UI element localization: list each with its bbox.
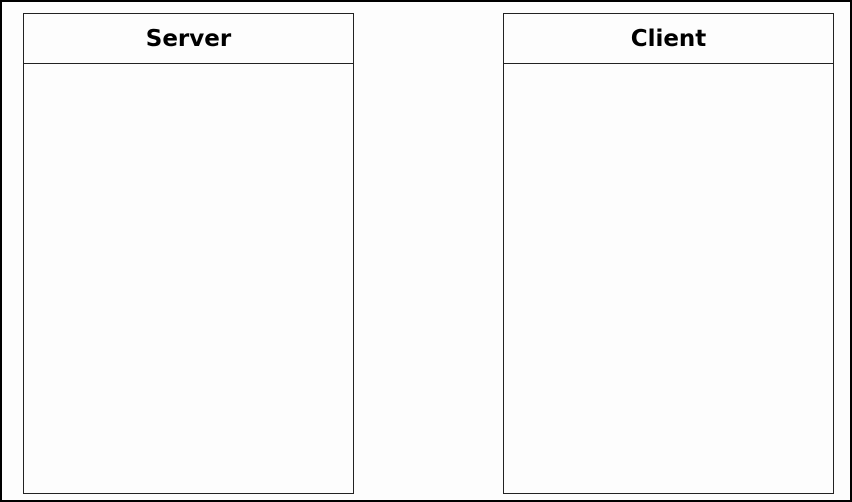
client-box-body	[504, 64, 833, 493]
server-box-body	[24, 64, 353, 493]
server-box: Server	[23, 13, 354, 494]
server-box-title: Server	[24, 14, 353, 64]
client-box-title: Client	[504, 14, 833, 64]
client-box: Client	[503, 13, 834, 494]
